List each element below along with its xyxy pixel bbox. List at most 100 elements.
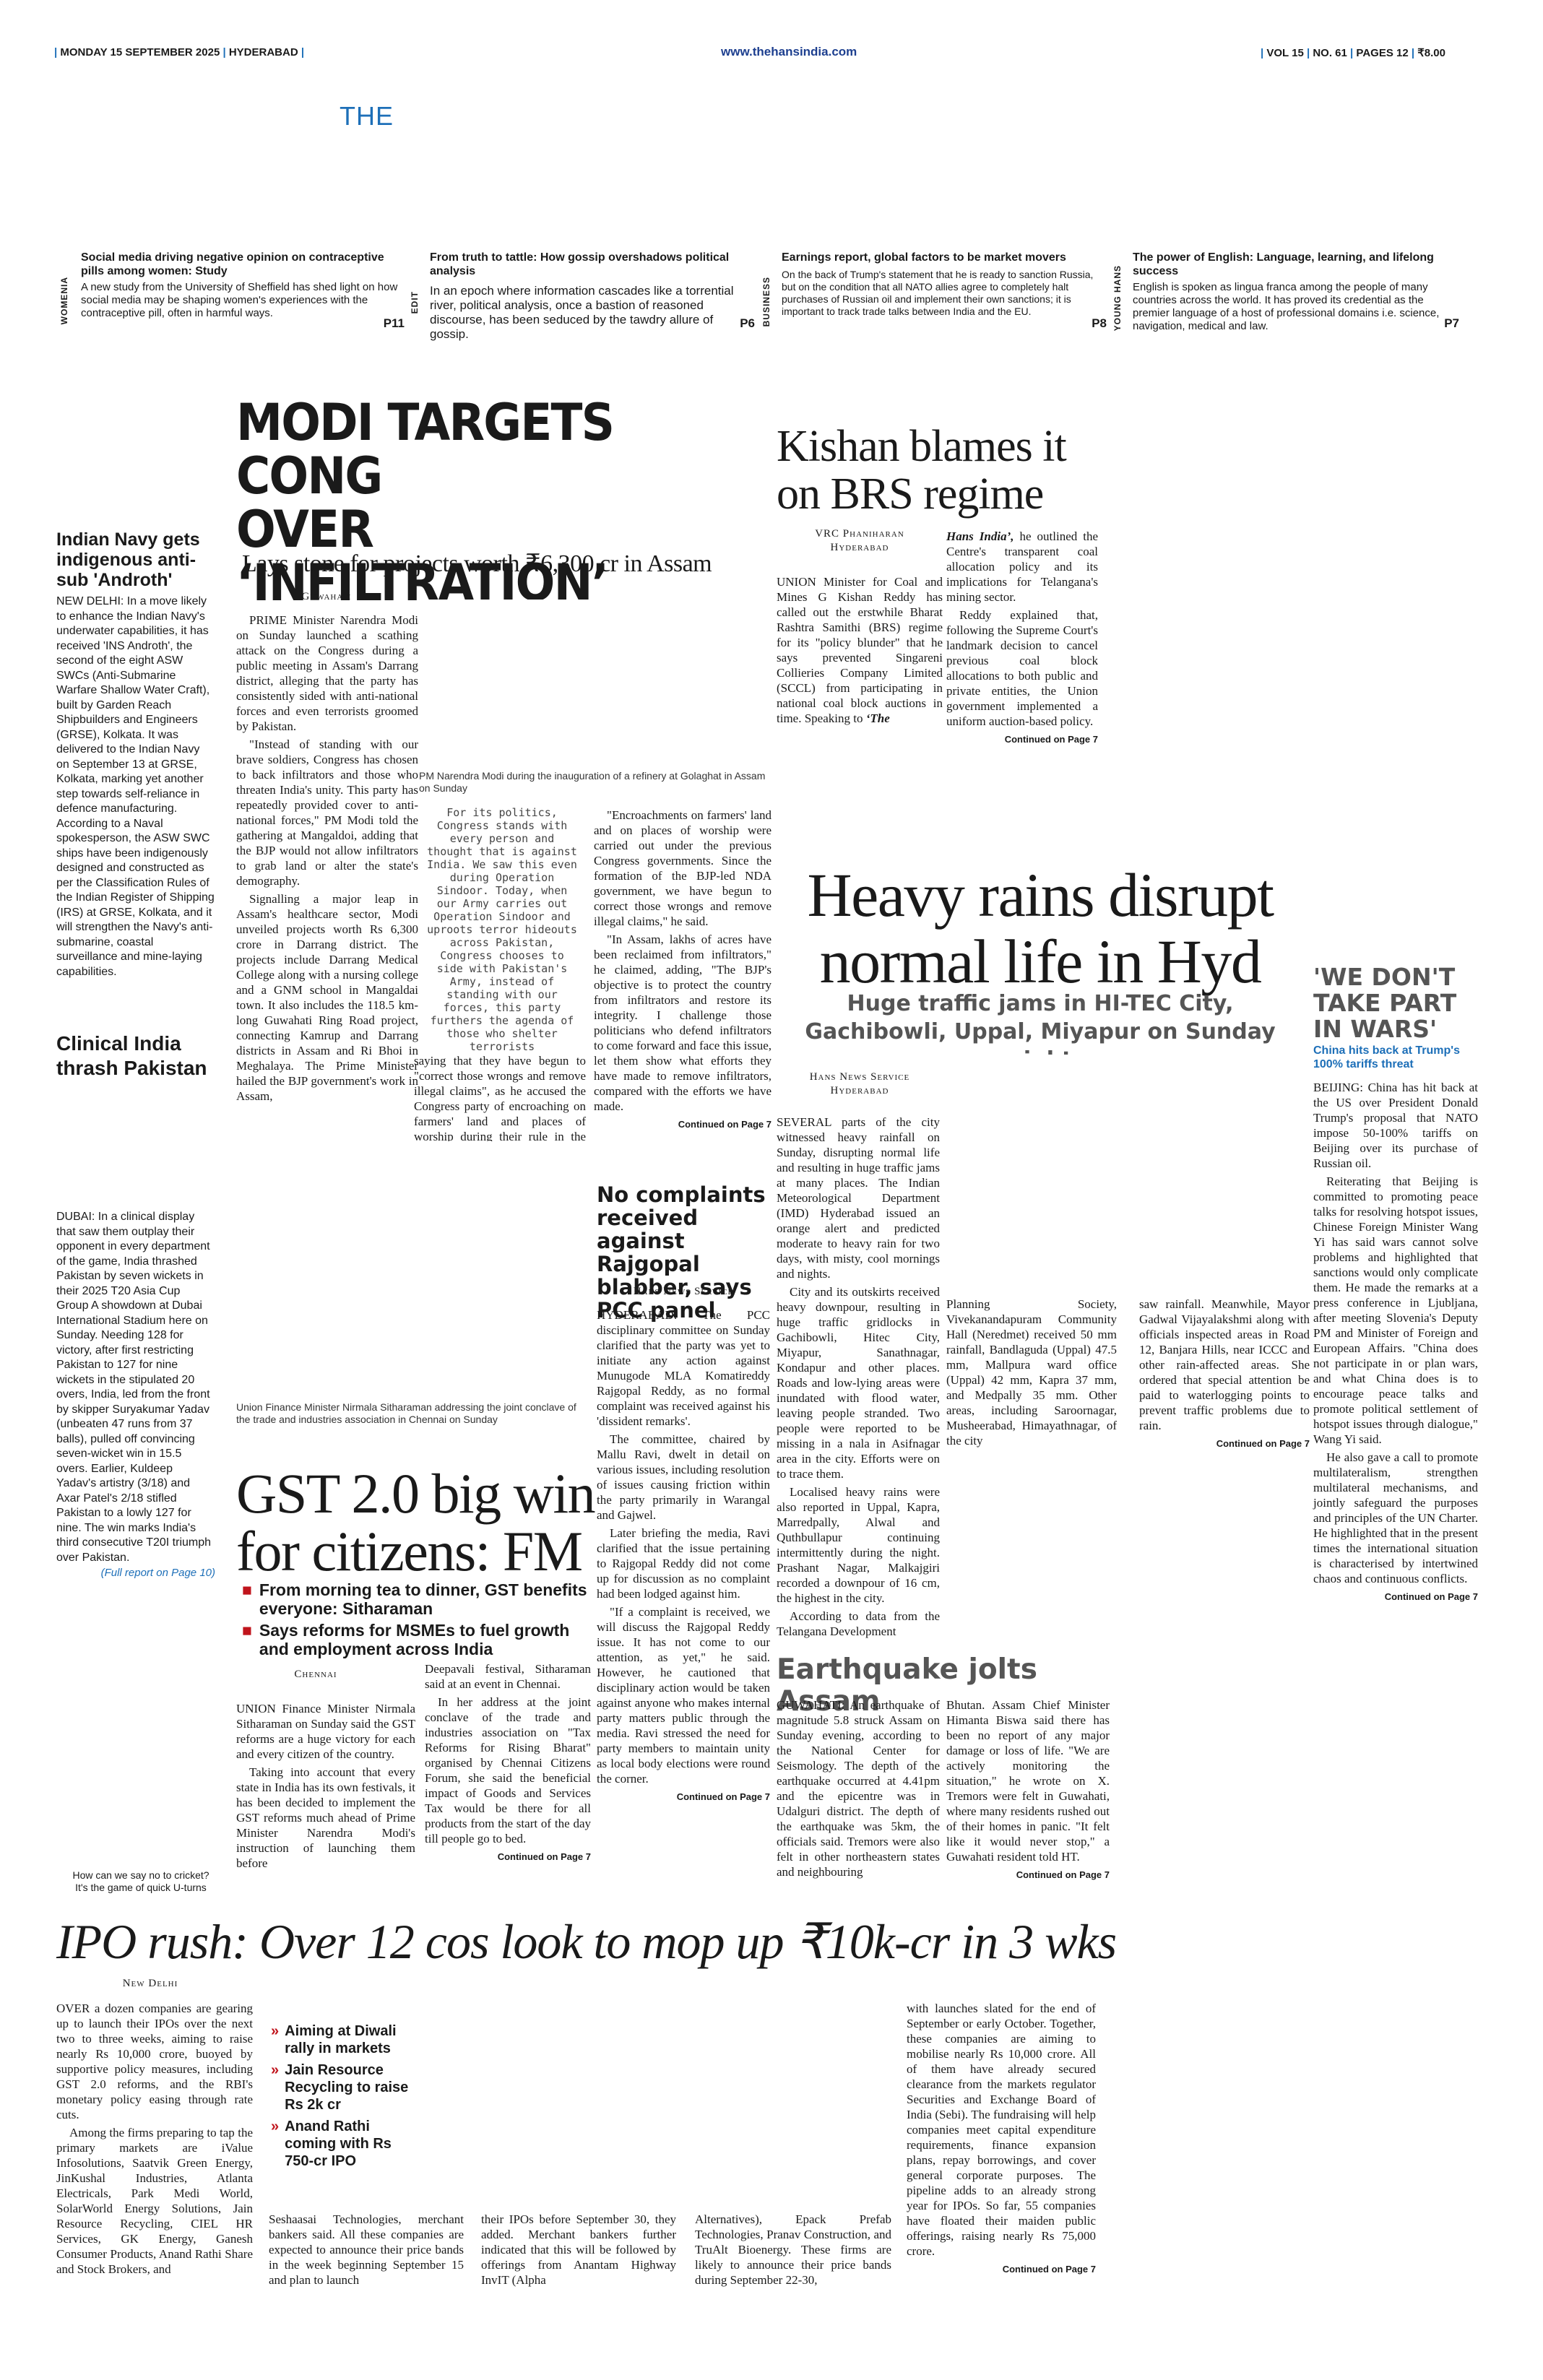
modi-dateline: Guwahati: [301, 591, 352, 602]
china-headline[interactable]: 'WE DON'T TAKE PART IN WARS': [1313, 963, 1457, 1043]
square-bullet-icon: ■: [242, 1580, 252, 1599]
rains-headline[interactable]: Heavy rains disrupt normal life in Hyd: [807, 860, 1274, 996]
navy-headline[interactable]: Indian Navy gets indigenous anti-sub 'An…: [56, 529, 200, 590]
kishan-col1: UNION Minister for Coal and Mines G Kish…: [777, 575, 943, 725]
ipo-continued[interactable]: Continued on Page 7: [1002, 2264, 1096, 2275]
quake-continued[interactable]: Continued on Page 7: [1016, 1869, 1110, 1880]
teaser-body: On the back of Trump's statement that he…: [782, 269, 1094, 317]
modi-deck: Lays stone for projects worth ₹6,300 cr …: [242, 550, 712, 577]
ipo-col4: Alternatives), Epack Prefab Technologies…: [695, 2212, 891, 2287]
pcc-body: HYDERABAD: The PCC disciplinary committe…: [597, 1307, 770, 1804]
china-continued[interactable]: Continued on Page 7: [1384, 1591, 1478, 1602]
kishan-byline: VRC Phaniharan Hyderabad: [815, 528, 904, 553]
quake-headline[interactable]: Earthquake jolts Assam: [777, 1653, 1037, 1718]
teaser-body: A new study from the University of Sheff…: [81, 281, 398, 319]
issue-date: MONDAY 15 SEPTEMBER 2025: [60, 46, 220, 59]
gst-continued[interactable]: Continued on Page 7: [497, 1851, 591, 1862]
advertisement: [1116, 1921, 1477, 2319]
kishan-continued[interactable]: Continued on Page 7: [1004, 734, 1098, 745]
ipo-dateline: New Delhi: [122, 1978, 178, 1989]
cartoon: [56, 1625, 215, 1864]
rains-continued[interactable]: Continued on Page 7: [1216, 1438, 1310, 1449]
teaser-title: The power of English: Language, learning…: [1133, 251, 1434, 277]
kishan-headline[interactable]: Kishan blames it on BRS regime: [777, 422, 1067, 519]
kishan-col2: Hans India’, he outlined the Centre's tr…: [946, 529, 1098, 747]
teaser-section: BUSINESS: [761, 277, 772, 327]
ipo-bullet: »Jain Resource Recycling to raise Rs 2k …: [271, 2062, 409, 2113]
issue-city: HYDERABAD: [228, 46, 298, 59]
gst-photo: [236, 1141, 590, 1398]
modi-photo-caption: PM Narendra Modi during the inauguration…: [419, 770, 766, 794]
double-chevron-icon: »: [271, 2023, 280, 2039]
gst-dateline: Chennai: [294, 1669, 337, 1680]
modi-headline[interactable]: MODI TARGETS CONG OVER ‘INFILTRATION’: [236, 393, 615, 613]
teaser-body: English is spoken as lingua franca among…: [1133, 281, 1440, 332]
square-bullet-icon: ■: [242, 1621, 252, 1640]
ipo-headline[interactable]: IPO rush: Over 12 cos look to mop up ₹10…: [56, 1914, 1117, 1969]
website-link[interactable]: www.thehansindia.com: [721, 45, 857, 59]
rains-photo: [946, 1055, 1311, 1293]
teaser-title: Earnings report, global factors to be ma…: [782, 251, 1066, 264]
ipo-graphic: [433, 1994, 896, 2203]
cartoon-caption: How can we say no to cricket? It's the g…: [72, 1869, 209, 1893]
rains-col3: saw rainfall. Meanwhile, Mayor Gadwal Vi…: [1139, 1297, 1310, 1451]
ipo-bullets: »Aiming at Diwali rally in markets »Jain…: [271, 2022, 423, 2170]
teaser-page: P6: [740, 316, 755, 330]
china-body: BEIJING: China has hit back at the US ov…: [1313, 1080, 1478, 1604]
cricket-photo: [56, 1098, 215, 1206]
gst-bullet: ■From morning tea to dinner, GST benefit…: [242, 1580, 587, 1618]
navy-story: Indian Navy gets indigenous anti-sub 'An…: [56, 529, 215, 979]
masthead-vol-line: | VOL 15 | NO. 61 | PAGES 12 | ₹8.00: [1261, 47, 1445, 59]
teaser-page: P8: [1092, 316, 1107, 330]
quake-col1: GUWAHATI: An earthquake of magnitude 5.8…: [777, 1698, 940, 1879]
teaser-edit[interactable]: EDIT From truth to tattle: How gossip ov…: [410, 248, 755, 341]
rains-col2: Planning Society, Vivekanandapuram Commu…: [946, 1297, 1117, 1448]
pcc-headline[interactable]: No complaints received against Rajgopal …: [597, 1182, 766, 1323]
issue-number: NO. 61: [1313, 47, 1347, 59]
rains-col1: SEVERAL parts of the city witnessed heav…: [777, 1115, 940, 1638]
page-count: PAGES 12: [1356, 47, 1409, 59]
teaser-page: P7: [1444, 316, 1459, 330]
ipo-bullet: »Aiming at Diwali rally in markets: [271, 2023, 397, 2056]
gst-photo-caption: Union Finance Minister Nirmala Sitharama…: [236, 1401, 576, 1425]
teaser-section: EDIT: [410, 291, 420, 314]
pcc-byline: Hans News Service: [633, 1286, 734, 1297]
quake-col2: Bhutan. Assam Chief Minister Himanta Bis…: [946, 1697, 1110, 1882]
quake-photo: [1120, 1654, 1478, 1903]
pcc-continued[interactable]: Continued on Page 7: [676, 1791, 770, 1802]
price: ₹8.00: [1417, 47, 1445, 59]
modi-col4: "Encroachments on farmers' land and on p…: [594, 808, 772, 1132]
cricket-body: DUBAI: In a clinical display that saw th…: [56, 1211, 212, 1564]
ipo-col2: Seshaasai Technologies, merchant bankers…: [269, 2212, 464, 2287]
teaser-page: P11: [383, 316, 405, 330]
teaser-strip: WOMENIA Social media driving negative op…: [59, 248, 1475, 341]
teaser-young-hans[interactable]: YOUNG HANS The power of English: Languag…: [1112, 248, 1459, 334]
rains-byline: Hans News Service Hyderabad: [809, 1071, 910, 1096]
china-deck: China hits back at Trump's 100% tariffs …: [1313, 1044, 1460, 1070]
ipo-col1: OVER a dozen companies are gearing up to…: [56, 2002, 253, 2276]
modi-continued[interactable]: Continued on Page 7: [678, 1119, 772, 1130]
rains-deck: Huge traffic jams in HI-TEC City, Gachib…: [805, 991, 1276, 1073]
cricket-more-link[interactable]: (Full report on Page 10): [100, 1567, 215, 1579]
teaser-section: WOMENIA: [59, 277, 69, 325]
masthead-logo[interactable]: THE: [340, 101, 394, 131]
double-chevron-icon: »: [271, 2119, 280, 2134]
gst-headline[interactable]: GST 2.0 big win for citizens: FM: [236, 1462, 596, 1583]
masthead-date-line: | MONDAY 15 SEPTEMBER 2025 | HYDERABAD |: [54, 46, 305, 59]
teaser-business[interactable]: BUSINESS Earnings report, global factors…: [761, 248, 1107, 334]
teaser-body: In an epoch where information cascades l…: [430, 284, 734, 341]
kishan-photo: [1105, 426, 1481, 838]
navy-body: NEW DELHI: In a move likely to enhance t…: [56, 595, 215, 978]
ipo-bullet: »Anand Rathi coming with Rs 750-cr IPO: [271, 2119, 392, 2169]
gst-col1: UNION Finance Minister Nirmala Sitharama…: [236, 1702, 415, 1870]
teaser-title: From truth to tattle: How gossip oversha…: [430, 251, 730, 277]
modi-pullquote: For its politics, Congress stands with e…: [427, 806, 577, 1053]
double-chevron-icon: »: [271, 2062, 280, 2078]
cricket-headline[interactable]: Clinical India thrash Pakistan: [56, 1032, 207, 1079]
cricket-headline-block: Clinical India thrash Pakistan: [56, 1031, 215, 1081]
modi-photo: [426, 600, 773, 769]
teaser-womenia[interactable]: WOMENIA Social media driving negative op…: [59, 248, 405, 334]
cricket-story: DUBAI: In a clinical display that saw th…: [56, 1210, 215, 1579]
volume: VOL 15: [1266, 47, 1304, 59]
teaser-section: YOUNG HANS: [1112, 265, 1123, 332]
